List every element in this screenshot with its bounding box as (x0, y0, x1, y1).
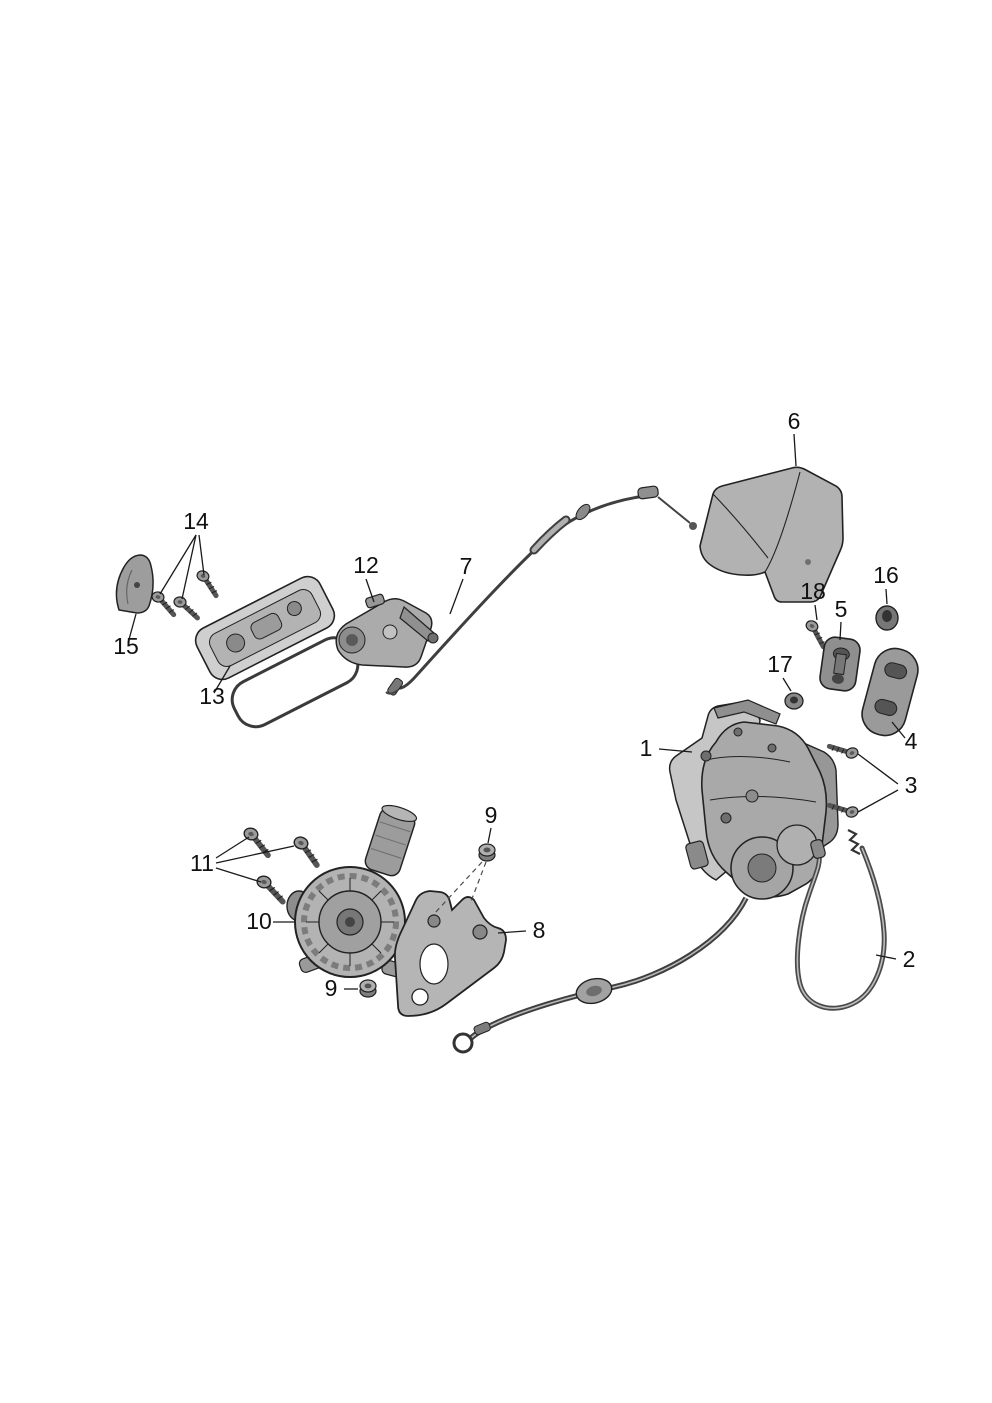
callout-10: 10 (246, 908, 272, 934)
part-mounting-bracket (393, 890, 507, 1017)
part-motor-drive (286, 804, 418, 979)
callout-14: 14 (183, 508, 209, 534)
part-handle-carrier (194, 575, 360, 729)
part-striker-pad (861, 647, 919, 737)
part-lock-cover (699, 466, 844, 603)
part-lock-cable (452, 896, 749, 1054)
callout-12: 12 (353, 552, 379, 578)
callout-16: 16 (873, 562, 899, 588)
callout-4: 4 (905, 728, 918, 754)
assembly-dash-line (469, 861, 487, 905)
part-lock-assembly (668, 699, 839, 900)
callout-7: 7 (460, 553, 473, 579)
callout-9-upper: 9 (485, 802, 498, 828)
callout-2: 2 (903, 946, 916, 972)
callout-6: 6 (788, 408, 801, 434)
part-cover-cap (115, 554, 154, 614)
callout-13: 13 (199, 683, 225, 709)
callout-8: 8 (533, 917, 546, 943)
part-nut-9-lower (359, 979, 377, 998)
callout-1: 1 (640, 735, 653, 761)
part-inner-actuator (335, 593, 439, 668)
part-striker (819, 636, 861, 692)
assembly-dash-line (433, 861, 483, 915)
callout-5: 5 (835, 596, 848, 622)
part-bowden-cable-rear (794, 829, 887, 1011)
nut-9-lower (359, 979, 377, 998)
part-grommet-16 (875, 605, 899, 631)
part-bowden-cable-front (385, 485, 697, 696)
callout-18: 18 (800, 578, 826, 604)
callout-labels: 1 2 3 4 5 6 7 8 9 9 10 11 12 13 14 15 16… (113, 408, 917, 1001)
part-grommet-17 (784, 692, 804, 710)
part-nut-9-upper (478, 843, 496, 862)
callout-11: 11 (190, 850, 214, 876)
callout-3: 3 (905, 772, 918, 798)
callout-9-lower: 9 (325, 975, 338, 1001)
callout-17: 17 (767, 651, 793, 677)
callout-leader-lines (127, 433, 906, 990)
nut-9-upper (478, 843, 496, 862)
callout-15: 15 (113, 633, 139, 659)
